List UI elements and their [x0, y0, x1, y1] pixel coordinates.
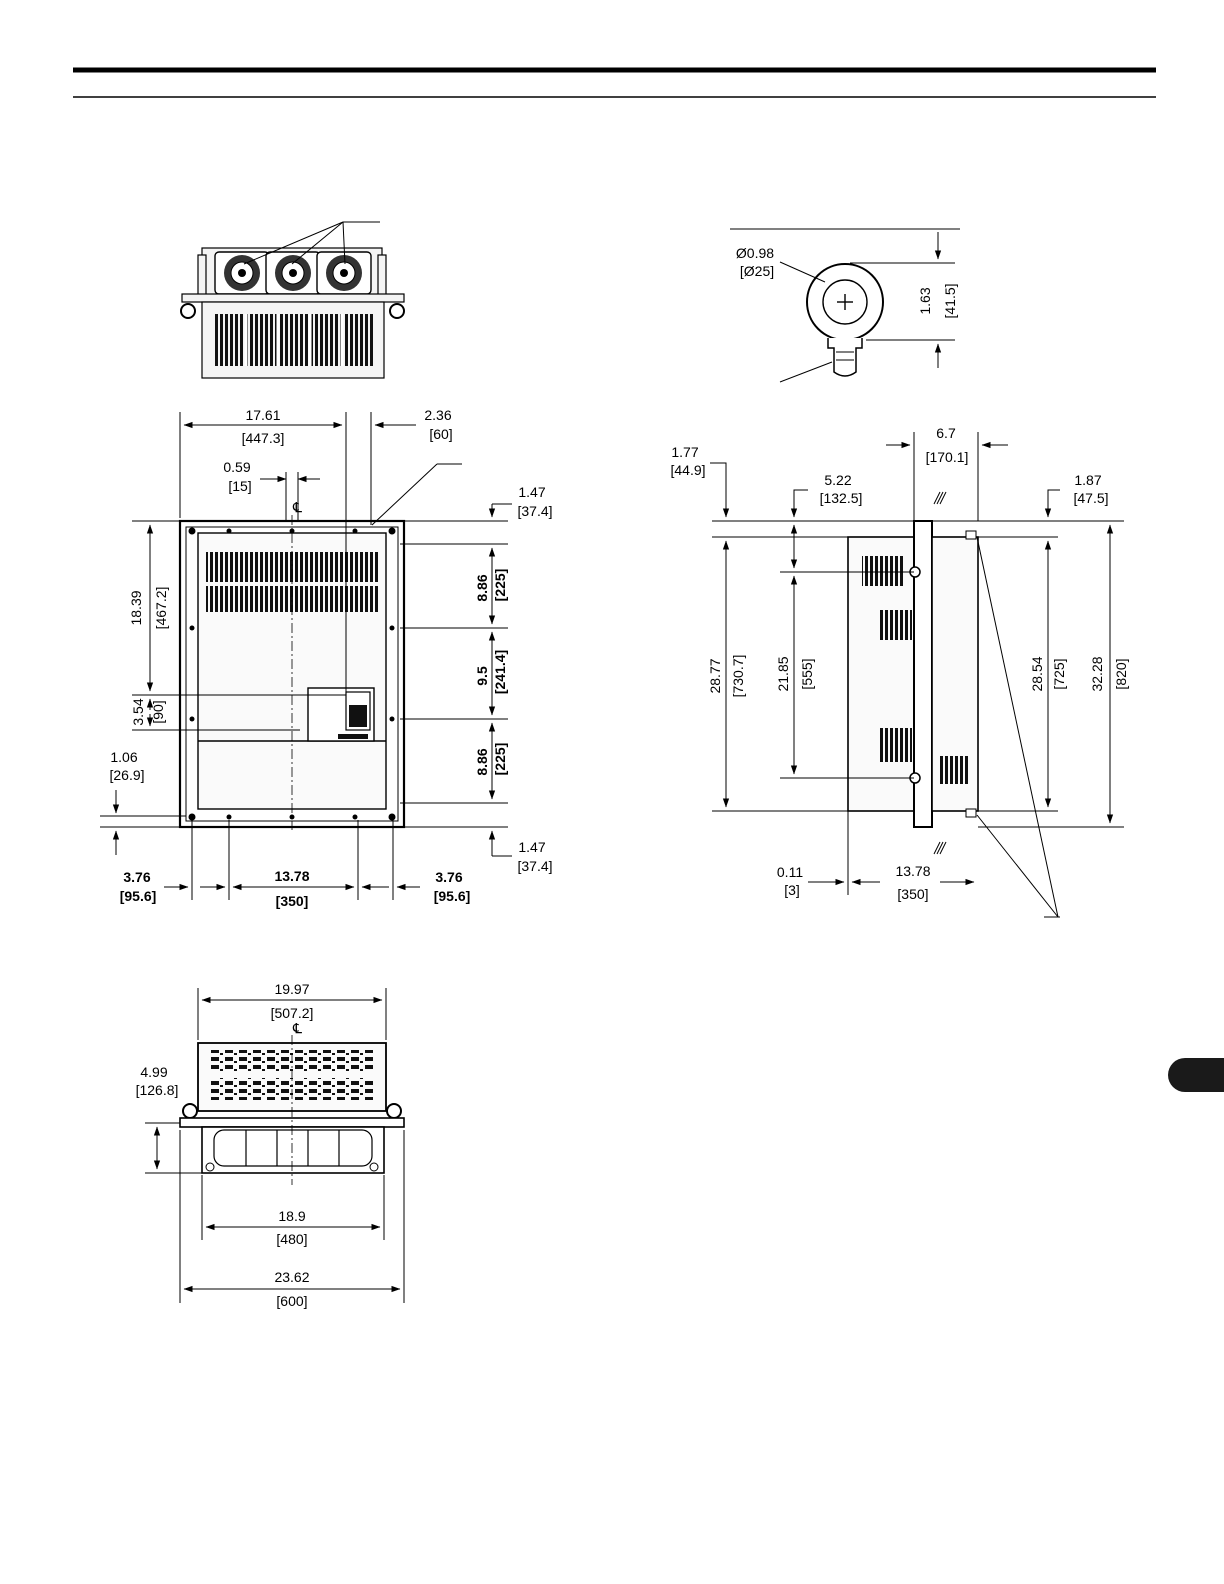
eyebolt-dia: Ø0.98 — [736, 245, 774, 261]
header-rules — [73, 67, 1156, 98]
side-h-c-mm: [725] — [1051, 658, 1067, 689]
front-mid-w: 13.78 — [274, 868, 309, 884]
front-h-seg2-mm: [241.4] — [492, 650, 508, 694]
front-top-gap: 1.47 — [518, 484, 545, 500]
front-h-low-mm: [26.9] — [109, 767, 144, 783]
front-h-mid: 3.54 — [130, 698, 146, 725]
bottom-depth-mm: [126.8] — [136, 1082, 179, 1098]
bottom-w-mount: 18.9 — [278, 1208, 305, 1224]
side-flange-t: 0.11 — [777, 864, 803, 880]
front-h-seg3: 8.86 — [474, 748, 490, 775]
side-off-b-mm: [132.5] — [820, 490, 863, 506]
front-h-upper: 18.39 — [128, 590, 144, 625]
front-view: ℄ 17.61 [447.3] 2.36 [60] 0.59 [15] 18.3… — [100, 407, 553, 909]
front-left-w-mm: [95.6] — [120, 888, 157, 904]
front-h-low: 1.06 — [110, 749, 137, 765]
front-h-seg2: 9.5 — [474, 666, 490, 686]
side-h-a-mm: [730.7] — [730, 655, 746, 698]
front-right-w: 3.76 — [435, 869, 462, 885]
side-h-d: 32.28 — [1089, 656, 1105, 691]
side-flange-t-mm: [3] — [784, 882, 800, 898]
front-right-w-mm: [95.6] — [434, 888, 471, 904]
bottom-w-overall: 19.97 — [274, 981, 309, 997]
front-h-seg3-mm: [225] — [492, 743, 508, 776]
bottom-centerline-symbol: ℄ — [292, 1020, 302, 1036]
front-mid-w-mm: [350] — [276, 893, 309, 909]
side-off-c-mm: [47.5] — [1073, 490, 1108, 506]
eyebolt-h: 1.63 — [917, 287, 933, 314]
bottom-w-mount-mm: [480] — [276, 1231, 307, 1247]
side-view: 6.7 [170.1] 1.77 [44.9] 5.22 [132.5] 1.8… — [670, 425, 1129, 918]
front-centerline-symbol: ℄ — [292, 499, 302, 515]
front-w-b-mm: [60] — [429, 426, 452, 442]
chapter-tab — [1168, 1058, 1224, 1092]
front-w-a: 17.61 — [245, 407, 280, 423]
front-h-seg1: 8.86 — [474, 574, 490, 601]
fan-3 — [316, 251, 372, 295]
eyebolt-dia-mm: [Ø25] — [740, 263, 774, 279]
side-h-d-mm: [820] — [1113, 658, 1129, 689]
front-bot-gap-mm: [37.4] — [517, 858, 552, 874]
bottom-view: ℄ 19.97 [507.2] 4.99 [126.8] 18.9 [480] … — [136, 981, 405, 1309]
fan-leader — [243, 221, 380, 265]
side-off-a-mm: [44.9] — [670, 462, 705, 478]
bottom-w-overall-mm: [507.2] — [271, 1005, 314, 1021]
side-depth-mm: [350] — [897, 886, 928, 902]
front-top-gap-mm: [37.4] — [517, 503, 552, 519]
fan-1 — [214, 251, 270, 295]
eyebolt-detail: Ø0.98 [Ø25] 1.63 [41.5] — [730, 228, 960, 383]
top-view — [180, 221, 405, 379]
side-w-top: 6.7 — [936, 425, 956, 441]
side-w-top-mm: [170.1] — [926, 449, 969, 465]
bottom-w-flange: 23.62 — [274, 1269, 309, 1285]
side-off-a: 1.77 — [671, 444, 698, 460]
eyebolt-h-mm: [41.5] — [942, 283, 958, 318]
front-left-w: 3.76 — [123, 869, 150, 885]
side-h-c: 28.54 — [1029, 656, 1045, 691]
front-off-c: 0.59 — [223, 459, 250, 475]
fan-2 — [265, 251, 321, 295]
side-h-b-mm: [555] — [799, 658, 815, 689]
side-depth: 13.78 — [895, 863, 930, 879]
bottom-w-flange-mm: [600] — [276, 1293, 307, 1309]
front-h-upper-mm: [467.2] — [153, 587, 169, 630]
front-h-seg1-mm: [225] — [492, 569, 508, 602]
front-bot-gap: 1.47 — [518, 839, 545, 855]
front-w-a-mm: [447.3] — [242, 430, 285, 446]
side-off-c: 1.87 — [1074, 472, 1101, 488]
front-h-mid-mm: [90] — [150, 700, 166, 723]
side-h-a: 28.77 — [707, 658, 723, 693]
side-h-b: 21.85 — [775, 656, 791, 691]
bottom-depth: 4.99 — [140, 1064, 167, 1080]
side-off-b: 5.22 — [824, 472, 851, 488]
front-off-c-mm: [15] — [228, 478, 251, 494]
front-w-b: 2.36 — [424, 407, 451, 423]
